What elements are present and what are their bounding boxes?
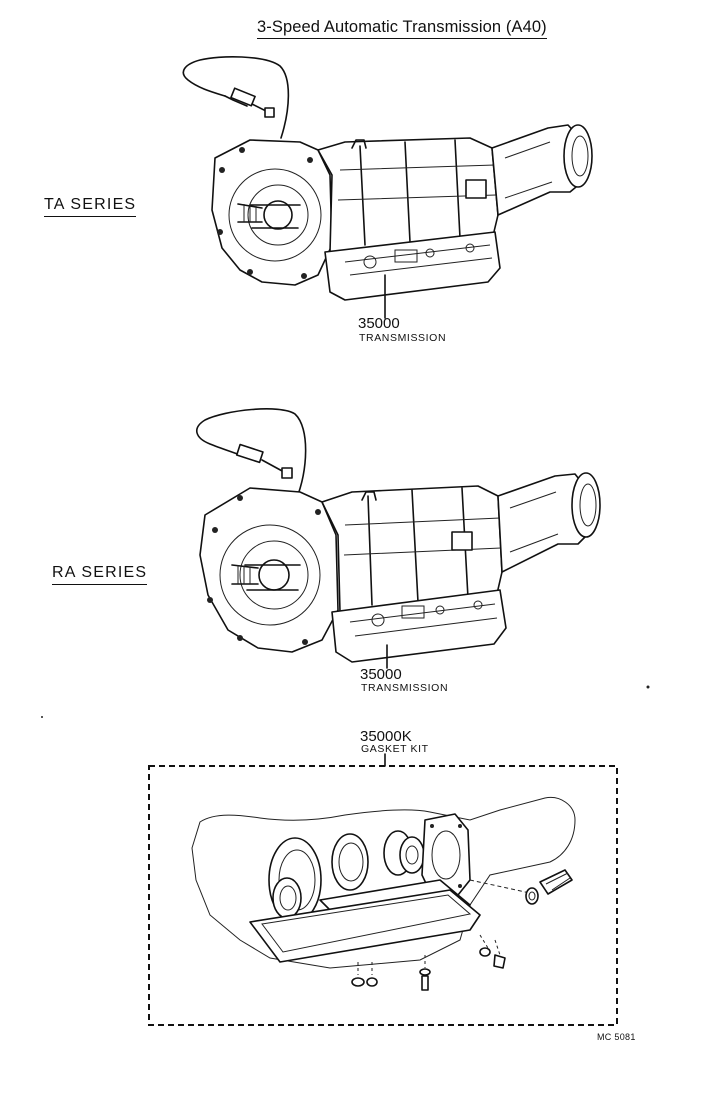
- kit-part-number: 35000K: [360, 728, 412, 745]
- ra-series-label: RA SERIES: [52, 564, 148, 585]
- diagram-code: MC 5081: [597, 1032, 636, 1042]
- ta-part-name: TRANSMISSION: [359, 332, 447, 344]
- kit-part-name: GASKET KIT: [361, 743, 429, 755]
- ta-part-number: 35000: [358, 315, 400, 332]
- ra-part-number: 35000: [360, 666, 402, 683]
- ra-part-name: TRANSMISSION: [361, 682, 449, 694]
- diagram-title: 3-Speed Automatic Transmission (A40): [257, 18, 547, 39]
- ta-series-label: TA SERIES: [44, 196, 137, 217]
